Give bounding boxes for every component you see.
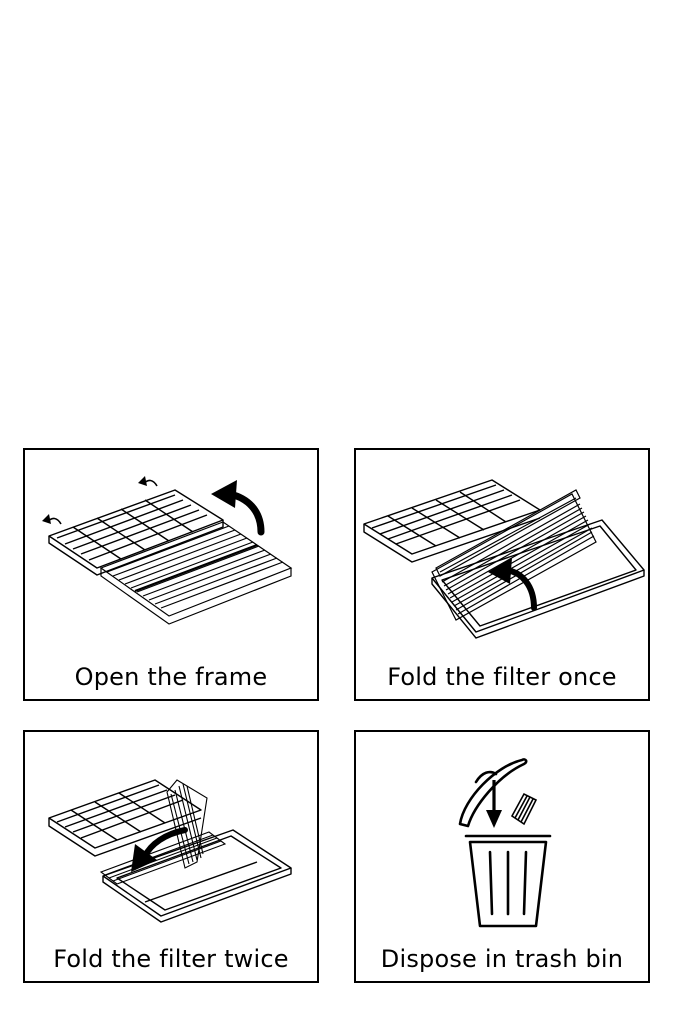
step-panel-dispose: Dispose in trash bin bbox=[354, 730, 650, 983]
step-panel-fold-once: Fold the filter once bbox=[354, 448, 650, 701]
step-panel-fold-twice: Fold the filter twice bbox=[23, 730, 319, 983]
fold-twice-icon bbox=[48, 779, 292, 923]
step-caption: Open the frame bbox=[74, 663, 268, 691]
step-caption: Fold the filter once bbox=[387, 663, 617, 691]
trash-bin-icon bbox=[458, 758, 552, 928]
open-frame-icon bbox=[42, 476, 293, 625]
fold-once-icon bbox=[363, 479, 645, 639]
step-caption: Dispose in trash bin bbox=[380, 945, 624, 973]
step-caption: Fold the filter twice bbox=[53, 945, 289, 973]
step-panel-open-frame: Open the frame bbox=[23, 448, 319, 701]
